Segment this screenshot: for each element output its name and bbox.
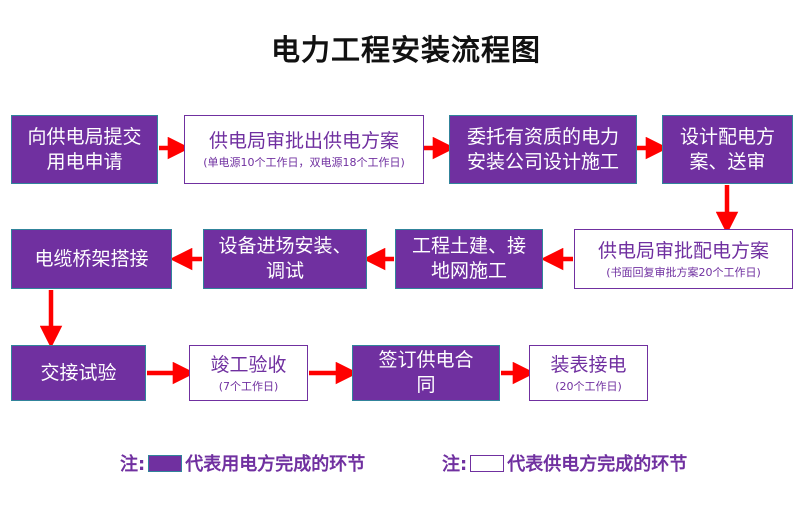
legend-customer: 注: 代表用电方完成的环节 [120, 450, 365, 476]
legend-swatch-outlined [470, 454, 505, 472]
node-label: 向供电局提交 用电申请 [27, 125, 142, 173]
node-bureau-approve-plan[interactable]: 供电局审批出供电方案 (单电源10个工作日，双电源18个工作日) [184, 115, 424, 184]
node-label: 设计配电方 案、送审 [679, 125, 775, 173]
node-equipment-install-debug[interactable]: 设备进场安装、 调试 [203, 229, 367, 289]
node-civil-and-grounding[interactable]: 工程土建、接 地网施工 [395, 229, 543, 289]
node-label: 交接试验 [40, 361, 117, 384]
node-label: 设备进场安装、 调试 [218, 235, 352, 282]
legend-prefix: 注: [442, 454, 468, 475]
node-sublabel: (20个工作日) [555, 379, 622, 393]
node-label: 供电局审批出供电方案 [208, 130, 399, 152]
legend-text: 代表供电方完成的环节 [507, 454, 688, 475]
node-label: 竣工验收 [210, 353, 287, 376]
legend-text: 代表用电方完成的环节 [185, 454, 366, 475]
legend-prefix: 注: [120, 454, 146, 475]
node-bureau-approve-distribution[interactable]: 供电局审批配电方案 (书面回复审批方案20个工作日) [574, 229, 793, 289]
legend-swatch-filled [148, 454, 183, 472]
node-sublabel: (单电源10个工作日，双电源18个工作日) [203, 156, 405, 169]
node-label: 电缆桥架搭接 [34, 247, 149, 270]
node-entrust-install-company[interactable]: 委托有资质的电力 安装公司设计施工 [449, 115, 637, 184]
node-sublabel: (7个工作日) [218, 379, 279, 393]
node-label: 委托有资质的电力 安装公司设计施工 [466, 125, 619, 173]
page-title: 电力工程安装流程图 [270, 33, 541, 67]
legend-supplier: 注: 代表供电方完成的环节 [442, 450, 687, 476]
node-sign-supply-contract[interactable]: 签订供电合 同 [352, 345, 500, 401]
node-label: 供电局审批配电方案 [597, 239, 769, 262]
node-apply-for-power[interactable]: 向供电局提交 用电申请 [11, 115, 158, 184]
node-handover-test[interactable]: 交接试验 [11, 345, 146, 401]
node-label: 签订供电合 同 [378, 349, 474, 396]
node-meter-install-connect[interactable]: 装表接电 (20个工作日) [529, 345, 648, 401]
node-design-distribution-plan[interactable]: 设计配电方 案、送审 [662, 115, 793, 184]
node-label: 装表接电 [550, 353, 627, 376]
node-completion-acceptance[interactable]: 竣工验收 (7个工作日) [189, 345, 308, 401]
node-sublabel: (书面回复审批方案20个工作日) [606, 265, 761, 279]
node-label: 工程土建、接 地网施工 [411, 235, 526, 282]
node-cable-tray-connection[interactable]: 电缆桥架搭接 [11, 229, 172, 289]
